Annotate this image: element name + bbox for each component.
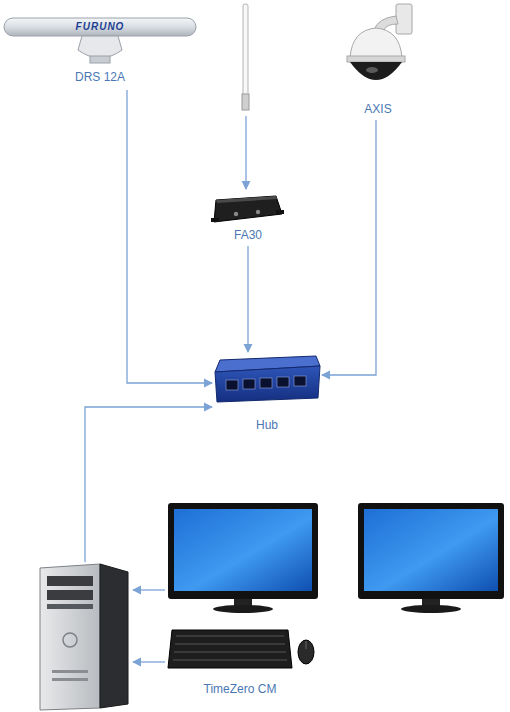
radar-base: [90, 56, 110, 63]
cable-connector: [322, 120, 376, 375]
device-node: AXIS: [330, 2, 420, 120]
cable-connector: [127, 90, 212, 383]
whip-antenna: [242, 4, 249, 189]
vent: [52, 670, 88, 673]
fa30-receiver: [211, 196, 284, 222]
receiver-foot: [276, 210, 284, 214]
device-label: AXIS: [364, 102, 391, 116]
mouse-body: [298, 640, 314, 664]
drive-bay: [47, 576, 93, 586]
camera-dome: [350, 62, 402, 80]
cable-connector: [85, 407, 212, 562]
cable-connector: [247, 246, 248, 352]
device-label: FA30: [234, 228, 262, 242]
antenna-mount: [242, 94, 249, 110]
monitor-screen: [364, 509, 498, 591]
hub-port: [243, 379, 255, 389]
monitor-base: [401, 605, 461, 613]
drive-bay: [47, 590, 93, 600]
mouse: [298, 640, 314, 664]
monitor-frame: [168, 503, 318, 599]
tower-side: [100, 564, 128, 708]
monitor-neck: [234, 599, 252, 606]
hub-port: [226, 380, 238, 390]
keyboard-body: [168, 630, 292, 668]
hub-port: [260, 378, 272, 388]
receiver-foot: [211, 218, 219, 222]
antenna-cable: [245, 116, 246, 189]
network-hub: [215, 356, 320, 402]
radar-antenna: [4, 18, 196, 63]
camera-housing: [350, 28, 402, 58]
mouse-wheel: [306, 641, 307, 649]
monitor: [168, 503, 318, 613]
device-label: DRS 12A: [75, 70, 125, 84]
camera-ring: [347, 56, 405, 62]
hub-front: [215, 366, 320, 402]
device-label: Hub: [256, 418, 278, 432]
monitor-base: [213, 605, 273, 613]
keyboard: [168, 630, 292, 668]
receiver-port: [256, 210, 260, 214]
device-node: TimeZero CM: [38, 562, 130, 710]
monitor-frame: [358, 503, 504, 599]
device-label: TimeZero CM: [204, 682, 277, 696]
tower-front: [40, 564, 100, 710]
pc-tower: [40, 564, 128, 710]
hub-port: [277, 377, 289, 387]
monitor-screen: [174, 509, 312, 591]
monitor-neck: [422, 599, 440, 606]
logo-mark: [63, 633, 77, 647]
antenna-rod: [243, 4, 248, 96]
receiver-top: [216, 196, 277, 203]
dome-glint: [366, 67, 378, 73]
dome-camera: [347, 4, 412, 80]
wall-bracket: [396, 4, 412, 34]
device-node: FA30: [205, 190, 290, 246]
device-node: Hub: [212, 352, 322, 437]
hub-port: [294, 376, 306, 386]
radar-array: [4, 18, 196, 36]
vent: [52, 678, 88, 681]
brand-logo: FURUNO: [76, 21, 125, 33]
receiver-port: [234, 212, 238, 216]
drive-bay: [47, 604, 93, 609]
keyboard-cable: [133, 661, 165, 662]
monitor-cable: [133, 589, 165, 590]
key-rows: [173, 636, 287, 660]
radar-pedestal: [78, 36, 122, 58]
monitor: [358, 503, 504, 613]
receiver-body: [214, 196, 282, 222]
